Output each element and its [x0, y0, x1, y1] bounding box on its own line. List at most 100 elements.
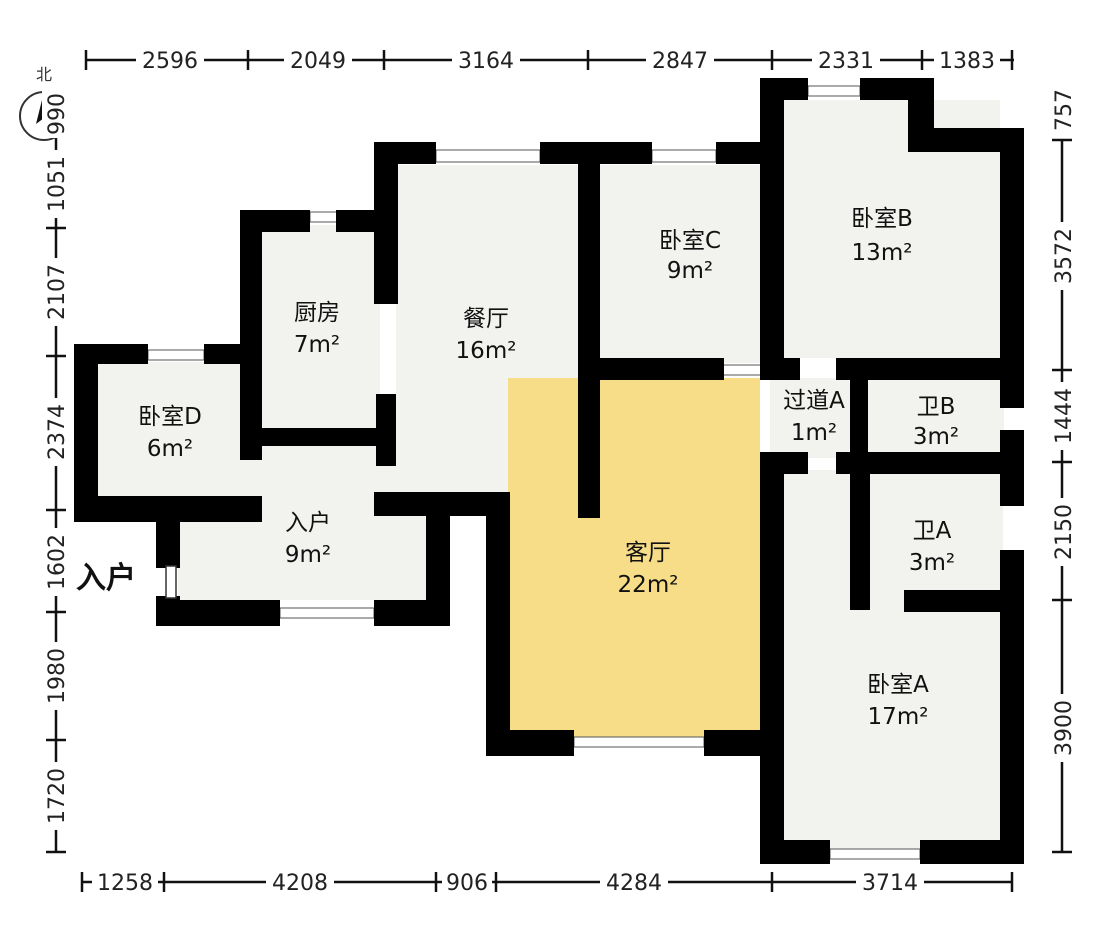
dimension-label: 4284 [606, 871, 662, 896]
wall [156, 596, 180, 626]
wall [336, 210, 386, 232]
window-bedroom-d [147, 349, 205, 361]
dimension-label: 1258 [97, 871, 153, 896]
room-area: 9m² [285, 542, 331, 568]
room-name: 卫A [913, 518, 952, 544]
dimension-label: 2107 [45, 264, 70, 320]
dimension-label: 1051 [45, 156, 70, 212]
wall [240, 344, 262, 460]
room-area: 17m² [868, 704, 929, 730]
wall [240, 428, 396, 446]
room-name: 入户 [285, 510, 331, 536]
room-labels: 厨房 7m² 餐厅 16m² 卧室C 9m² 卧室B 13m² 卧室D 6m² … [138, 206, 959, 730]
room-name: 客厅 [625, 540, 671, 566]
window-bedroom-b [807, 85, 861, 97]
wall [836, 452, 1024, 474]
dimension-label: 2847 [652, 49, 708, 74]
room-area: 1m² [791, 420, 837, 446]
dimension-label: 2331 [818, 49, 874, 74]
wall [760, 840, 830, 864]
wall [578, 142, 600, 518]
dimension-label: 906 [446, 871, 488, 896]
room-area: 7m² [294, 332, 340, 358]
floor-living-room [508, 378, 760, 738]
dimension-label: 757 [1052, 89, 1077, 131]
dimension-label: 1383 [939, 49, 995, 74]
room-name: 卧室B [851, 206, 913, 232]
entrance-label: 入户 [76, 561, 136, 596]
floor-bedroom-c [598, 165, 760, 363]
window-kitchen [309, 211, 339, 223]
room-area: 22m² [618, 572, 679, 598]
room-name: 厨房 [294, 300, 340, 326]
dimensions-bottom: 1258 4208 906 4284 3714 [92, 868, 924, 896]
entrance-door [165, 565, 177, 599]
dimension-label: 2596 [142, 49, 198, 74]
window-corridor-top [721, 364, 763, 376]
wall [1000, 550, 1024, 862]
room-area: 3m² [913, 424, 959, 450]
floor-bedroom-a [783, 470, 1003, 850]
dimension-label: 3164 [458, 49, 514, 74]
wall [374, 600, 450, 626]
dimensions-left: 990 1051 2107 2374 1602 1980 1720 [42, 90, 70, 830]
wall [486, 730, 574, 756]
room-area: 16m² [456, 338, 517, 364]
room-area: 9m² [667, 258, 713, 284]
wall [760, 358, 800, 380]
floor-kitchen [262, 225, 380, 430]
window-entry [279, 607, 375, 619]
room-name: 卧室C [659, 228, 721, 254]
dimension-label: 1444 [1052, 388, 1077, 444]
room-name: 餐厅 [463, 306, 509, 332]
floor-corridor [770, 378, 852, 458]
dimension-label: 2150 [1052, 504, 1077, 560]
wall [836, 358, 1024, 380]
wall [74, 344, 98, 522]
dimension-label: 3900 [1052, 700, 1077, 756]
room-name: 卧室D [138, 404, 202, 430]
dimension-label: 990 [45, 93, 70, 135]
room-name: 卫B [917, 394, 956, 420]
wall [850, 470, 870, 610]
wall [760, 78, 784, 380]
dimension-ticks [46, 50, 1072, 892]
wall [904, 590, 1024, 612]
walls [74, 78, 1024, 864]
dimension-label: 3572 [1052, 228, 1077, 284]
wall [376, 394, 396, 466]
floor-entry [178, 445, 428, 600]
dimensions-right: 757 3572 1444 2150 3900 [1048, 84, 1077, 762]
wall [760, 452, 784, 862]
dimensions-top: 2596 2049 3164 2847 2331 1383 [136, 46, 1000, 74]
wall [704, 730, 784, 756]
wall [850, 378, 868, 470]
window-living [573, 736, 705, 748]
compass-north-label: 北 [36, 65, 52, 84]
wall [1000, 430, 1024, 506]
room-area: 6m² [147, 436, 193, 462]
window-bedroom-c [651, 149, 717, 163]
dimension-label: 4208 [272, 871, 328, 896]
dimension-label: 2049 [290, 49, 346, 74]
wall [374, 142, 398, 304]
wall [920, 840, 1024, 864]
dimension-label: 1720 [45, 768, 70, 824]
wall [74, 496, 254, 522]
wall [156, 518, 180, 568]
floor-bath-b [866, 378, 1004, 456]
wall [598, 358, 724, 380]
room-name: 过道A [783, 388, 845, 414]
room-name: 卧室A [867, 672, 929, 698]
window-bedroom-a [829, 848, 921, 860]
wall [486, 496, 510, 756]
dimension-label: 3714 [862, 871, 918, 896]
room-area: 13m² [852, 240, 913, 266]
dimension-label: 1602 [45, 534, 70, 590]
dimension-label: 1980 [45, 648, 70, 704]
room-area: 3m² [909, 550, 955, 576]
dimension-label: 2374 [45, 404, 70, 460]
window-dining [435, 149, 541, 163]
